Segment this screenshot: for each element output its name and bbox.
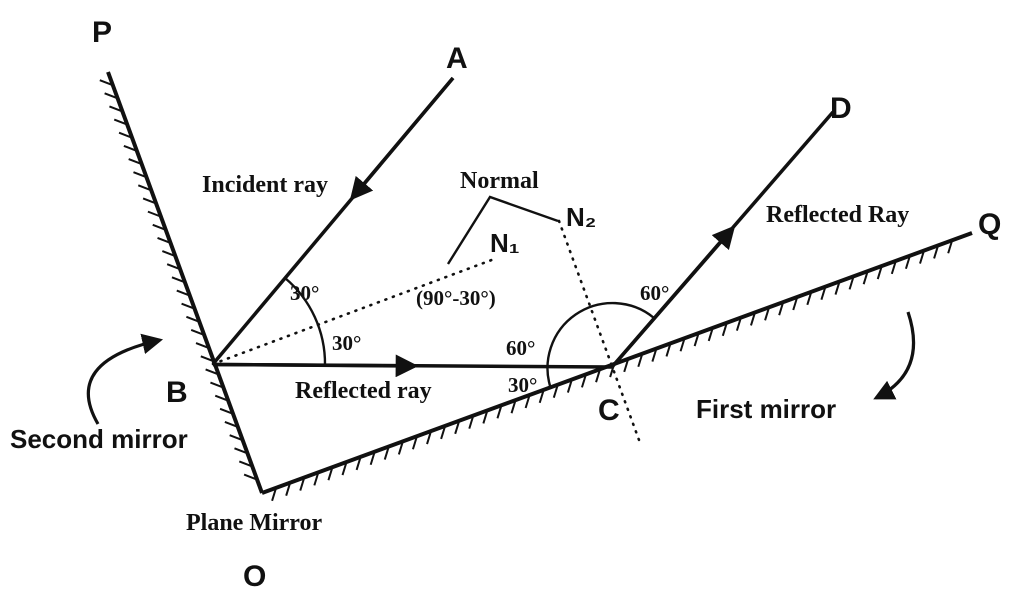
second-mirror-label: Second mirror bbox=[10, 424, 188, 454]
angle-b-lower: 30° bbox=[332, 331, 361, 355]
second-mirror-hatching bbox=[99, 79, 258, 481]
second-mirror-line bbox=[106, 71, 264, 494]
angle-c-left-upper: 60° bbox=[506, 336, 535, 360]
point-label-n2: N₂ bbox=[566, 202, 596, 232]
plane-mirror-label: Plane Mirror bbox=[186, 510, 323, 536]
first-mirror-label: First mirror bbox=[696, 394, 836, 424]
normal-label: Normal bbox=[460, 168, 539, 194]
normal-label-pointer bbox=[446, 195, 559, 265]
point-label-d: D bbox=[830, 92, 852, 125]
angle-c-right: 60° bbox=[640, 281, 669, 305]
reflected-ray-bc-label: Reflected ray bbox=[295, 378, 432, 404]
normal-n1-line bbox=[211, 256, 499, 366]
point-label-b: B bbox=[166, 376, 188, 409]
first-mirror-hatching bbox=[271, 239, 954, 502]
point-label-q: Q bbox=[978, 208, 1001, 241]
angle-b-upper: 30° bbox=[290, 281, 319, 305]
reflected-ray-bc-arrow bbox=[212, 354, 419, 378]
point-label-p: P bbox=[92, 16, 112, 49]
point-label-n1: N₁ bbox=[490, 228, 520, 258]
point-label-a: A bbox=[446, 42, 468, 75]
first-mirror-pointer-arrow bbox=[873, 311, 916, 400]
normal-n2-line bbox=[557, 219, 641, 442]
second-mirror-pointer-arrow bbox=[86, 333, 164, 425]
angle-arc-b bbox=[284, 277, 327, 366]
reflected-ray-cd-label: Reflected Ray bbox=[766, 202, 909, 228]
incident-ray-arrow bbox=[349, 76, 455, 201]
angle-arc-c bbox=[546, 301, 655, 390]
incident-ray-label: Incident ray bbox=[202, 172, 328, 198]
angle-n1-expression: (90°-30°) bbox=[416, 286, 496, 310]
point-label-c: C bbox=[598, 394, 620, 427]
angle-c-left-lower: 30° bbox=[508, 373, 537, 397]
point-label-o: O bbox=[243, 560, 266, 593]
reflected-ray-cd-arrow bbox=[610, 225, 736, 369]
